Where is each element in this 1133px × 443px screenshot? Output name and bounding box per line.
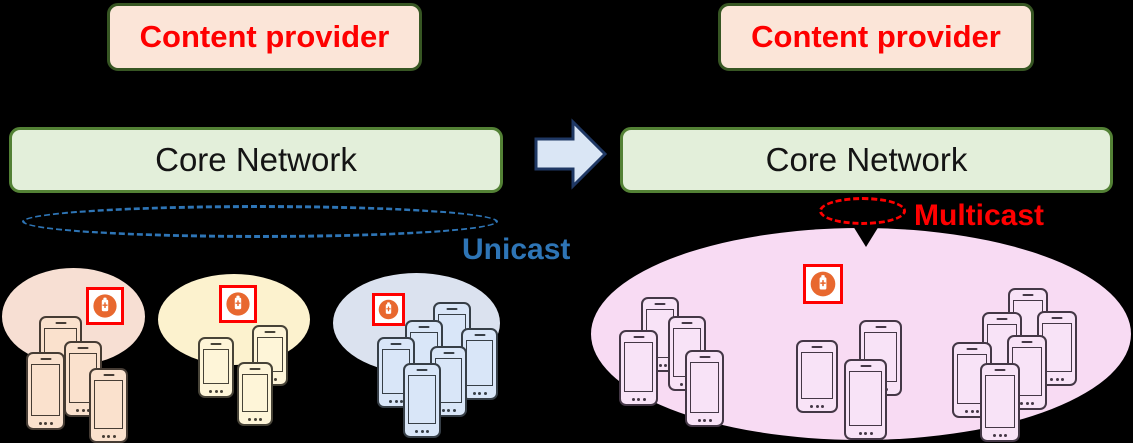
phone-speaker-line	[416, 369, 428, 371]
core-network-box-right: Core Network	[620, 127, 1113, 193]
media-content-icon	[803, 264, 843, 304]
content-provider-label-right: Content provider	[751, 19, 1001, 54]
phone-screen	[242, 374, 268, 412]
phone-speaker-line	[264, 331, 276, 333]
phone	[26, 352, 65, 430]
phone-home-dots	[389, 400, 403, 403]
core-network-box-left: Core Network	[9, 127, 503, 193]
phone-speaker-line	[699, 356, 710, 358]
media-content-icon	[372, 293, 405, 326]
phone-screen	[1042, 323, 1072, 372]
phone	[461, 328, 498, 400]
phone-home-dots	[38, 422, 53, 425]
core-network-label-left: Core Network	[155, 141, 357, 178]
media-content-icon	[86, 287, 124, 325]
phone-screen	[801, 352, 833, 399]
phone-speaker-line	[1051, 317, 1063, 319]
phone	[796, 340, 838, 413]
phone-screen	[31, 364, 60, 416]
phone	[198, 337, 234, 398]
phone	[619, 330, 658, 406]
phone-home-dots	[1020, 402, 1034, 405]
phone-home-dots	[248, 418, 262, 421]
phone-home-dots	[858, 432, 873, 435]
phone-speaker-line	[966, 348, 978, 350]
phone-speaker-line	[103, 374, 114, 376]
phone-speaker-line	[994, 369, 1006, 371]
phone-speaker-line	[55, 322, 66, 324]
phone	[980, 363, 1020, 442]
phone-home-dots	[209, 390, 223, 393]
phone-screen	[94, 380, 123, 429]
phone-speaker-line	[77, 347, 89, 349]
phone-speaker-line	[875, 326, 886, 328]
phone-screen	[985, 375, 1015, 428]
phone-screen	[408, 375, 436, 424]
phone-speaker-line	[1022, 294, 1034, 296]
phone-speaker-line	[633, 336, 644, 338]
content-provider-box-right: Content provider	[718, 3, 1034, 71]
unicast-stream-ellipse	[22, 205, 498, 238]
phone-home-dots	[1050, 378, 1064, 381]
connector-line-left	[263, 70, 265, 128]
content-provider-box-left: Content provider	[107, 3, 422, 71]
multicast-stream-ellipse	[819, 197, 906, 225]
phone	[403, 363, 441, 438]
phone-screen	[203, 349, 229, 384]
phone-speaker-line	[443, 352, 454, 354]
connector-line-right	[873, 70, 875, 128]
phone	[685, 350, 724, 427]
phone-screen	[624, 342, 653, 392]
phone-speaker-line	[811, 346, 823, 348]
phone-home-dots	[965, 410, 979, 413]
phone-home-dots	[810, 405, 824, 408]
phone-speaker-line	[249, 368, 261, 370]
phone-home-dots	[101, 435, 116, 438]
phone	[89, 368, 128, 443]
content-provider-label-left: Content provider	[139, 19, 390, 54]
phone-speaker-line	[1021, 341, 1033, 343]
phone-speaker-line	[681, 322, 693, 324]
phone	[844, 359, 887, 440]
phone	[237, 362, 273, 426]
phone-home-dots	[76, 409, 90, 412]
phone-speaker-line	[418, 326, 430, 328]
phone-speaker-line	[446, 308, 458, 310]
phone-speaker-line	[474, 334, 485, 336]
down-triangle-icon	[853, 226, 879, 247]
unicast-label: Unicast	[462, 233, 571, 266]
phone-screen	[466, 340, 493, 386]
phone-speaker-line	[860, 365, 871, 367]
core-network-label-right: Core Network	[765, 141, 968, 178]
phone-home-dots	[993, 434, 1007, 437]
phone-speaker-line	[390, 343, 402, 345]
media-content-icon	[219, 285, 257, 323]
phone-speaker-line	[40, 358, 51, 360]
phone-home-dots	[441, 409, 456, 412]
phone-speaker-line	[210, 343, 222, 345]
phone-speaker-line	[996, 318, 1008, 320]
right-block-arrow-icon	[534, 118, 608, 190]
phone-screen	[690, 362, 719, 413]
phone-screen	[849, 371, 882, 426]
multicast-label: Multicast	[914, 199, 1045, 232]
phone-speaker-line	[654, 303, 666, 305]
phone-home-dots	[697, 419, 712, 422]
phone-home-dots	[631, 398, 646, 401]
phone-home-dots	[415, 430, 429, 433]
phone-home-dots	[472, 392, 487, 395]
